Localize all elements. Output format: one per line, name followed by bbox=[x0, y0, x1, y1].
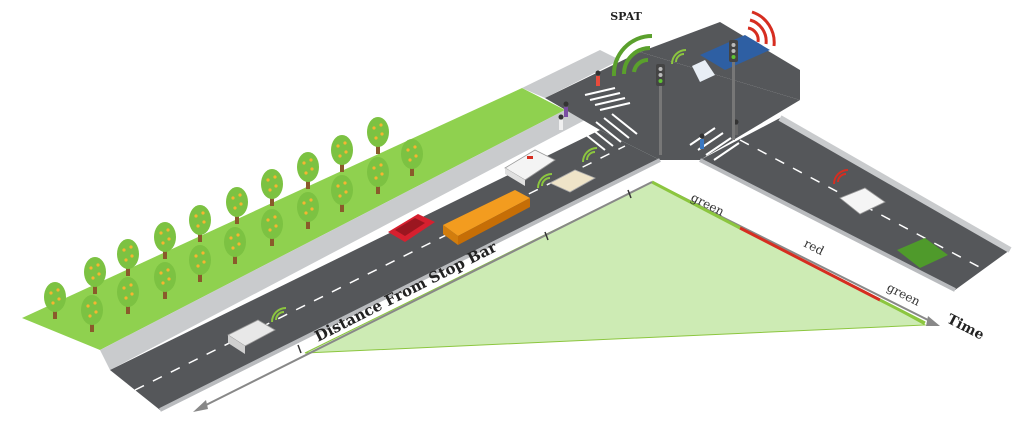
car-icon bbox=[897, 238, 948, 268]
spat-signal-icon bbox=[611, 33, 653, 77]
pedestrian-icon bbox=[558, 70, 739, 149]
sidewalk-top bbox=[522, 50, 620, 98]
sidewalk-left bbox=[100, 110, 585, 370]
car-icon bbox=[549, 169, 596, 193]
time-axis-arrow bbox=[926, 316, 940, 326]
tree-icon bbox=[367, 117, 389, 154]
crosswalk-left bbox=[579, 113, 638, 151]
distance-axis bbox=[199, 181, 653, 409]
bus-icon bbox=[443, 190, 530, 245]
phase-label-red: red bbox=[802, 236, 827, 258]
wireless-wave-icon bbox=[271, 49, 687, 323]
traffic-light-icon bbox=[729, 40, 738, 140]
crosswalk-top bbox=[584, 87, 631, 111]
car-icon bbox=[227, 319, 276, 354]
ambulance-icon bbox=[504, 149, 556, 186]
car-icon bbox=[839, 187, 886, 215]
wireless-wave-icon bbox=[747, 10, 776, 47]
phase-bar-green-2 bbox=[879, 298, 926, 325]
traffic-light-icon bbox=[656, 64, 665, 155]
phase-bar-red bbox=[739, 226, 881, 302]
distance-axis-arrow bbox=[193, 400, 208, 412]
tree-icon bbox=[331, 135, 353, 172]
spat-label: SPAT bbox=[610, 10, 642, 23]
phase-bar-green-1 bbox=[651, 180, 741, 230]
wireless-wave-icon bbox=[833, 169, 849, 185]
car-icon bbox=[388, 214, 435, 242]
time-axis-label: Time bbox=[944, 311, 987, 343]
